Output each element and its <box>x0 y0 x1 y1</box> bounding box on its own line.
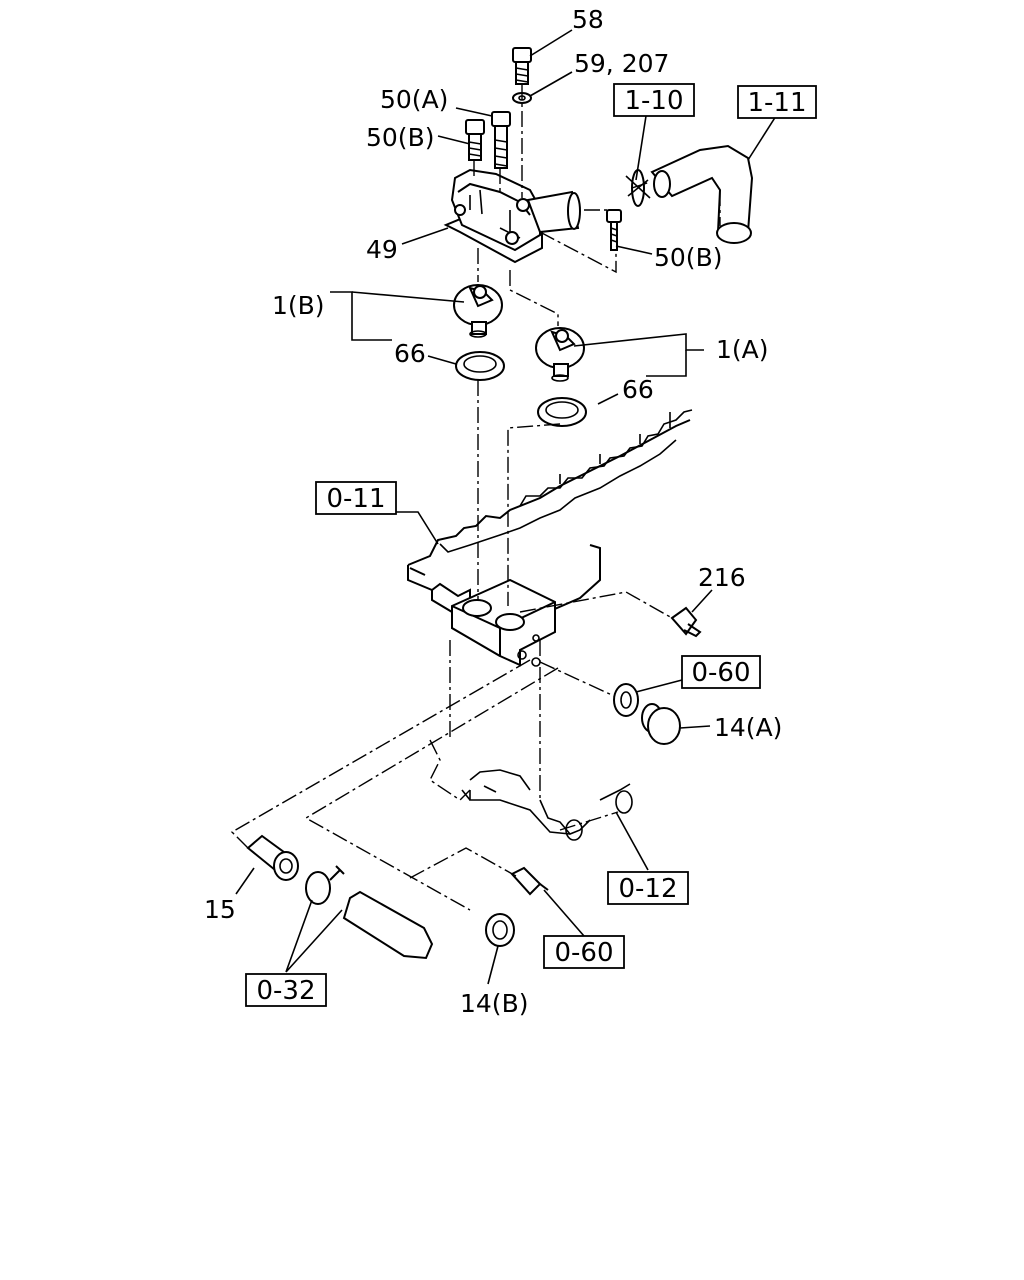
sensor-0-60 <box>510 866 549 896</box>
thermostat-1b <box>453 284 503 338</box>
plug-14b <box>485 913 515 947</box>
ref-0-11-label: 0-11 <box>326 484 385 514</box>
clamp-0-32 <box>305 865 345 905</box>
thermostat-1a <box>535 327 585 382</box>
ref-0-60-upper: 0-60 <box>681 655 761 689</box>
callout-1b: 1(B) <box>272 291 325 320</box>
ref-1-11: 1-11 <box>737 85 817 119</box>
callout-66-right: 66 <box>622 375 654 404</box>
hose-0-32 <box>342 890 434 960</box>
bolt-50b-right <box>606 209 622 251</box>
gasket-66-left <box>455 351 505 381</box>
ref-0-60-lower: 0-60 <box>543 935 625 969</box>
ref-0-32-label: 0-32 <box>256 976 315 1006</box>
bolt-50b-top <box>465 119 485 161</box>
gasket-1-10 <box>625 169 651 207</box>
callout-1a: 1(A) <box>716 335 769 364</box>
callout-15: 15 <box>204 895 236 924</box>
callout-59-207: 59, 207 <box>574 49 669 78</box>
callout-216: 216 <box>698 563 746 592</box>
ref-1-11-label: 1-11 <box>747 88 806 118</box>
ref-0-12: 0-12 <box>607 871 689 905</box>
part-15 <box>246 834 299 881</box>
thermostat-housing <box>443 168 622 264</box>
callout-66-left: 66 <box>394 339 426 368</box>
ref-0-11: 0-11 <box>315 481 397 515</box>
washer-0-60 <box>613 683 639 717</box>
ref-1-10-label: 1-10 <box>624 86 683 116</box>
gasket-66-right <box>537 397 587 427</box>
bolt-50a <box>491 111 511 169</box>
callout-50a: 50(A) <box>380 85 448 114</box>
ref-0-12-label: 0-12 <box>618 874 677 904</box>
assembly-lines <box>230 84 721 911</box>
callout-58: 58 <box>572 5 604 34</box>
callout-50b-top: 50(B) <box>366 123 434 152</box>
callout-14a: 14(A) <box>714 713 782 742</box>
callout-49: 49 <box>366 235 398 264</box>
engine-block <box>407 409 693 841</box>
ref-0-60-lower-label: 0-60 <box>554 938 613 968</box>
ref-0-32: 0-32 <box>245 973 327 1007</box>
hose-1-11 <box>650 144 754 244</box>
callout-14b: 14(B) <box>460 989 528 1018</box>
callout-50b-right: 50(B) <box>654 243 722 272</box>
ref-1-10: 1-10 <box>613 83 695 117</box>
plug-14a <box>641 703 681 745</box>
sensor-216 <box>670 606 702 638</box>
bolt-58 <box>512 47 532 85</box>
ref-0-60-upper-label: 0-60 <box>691 658 750 688</box>
leader-lines <box>235 29 777 985</box>
